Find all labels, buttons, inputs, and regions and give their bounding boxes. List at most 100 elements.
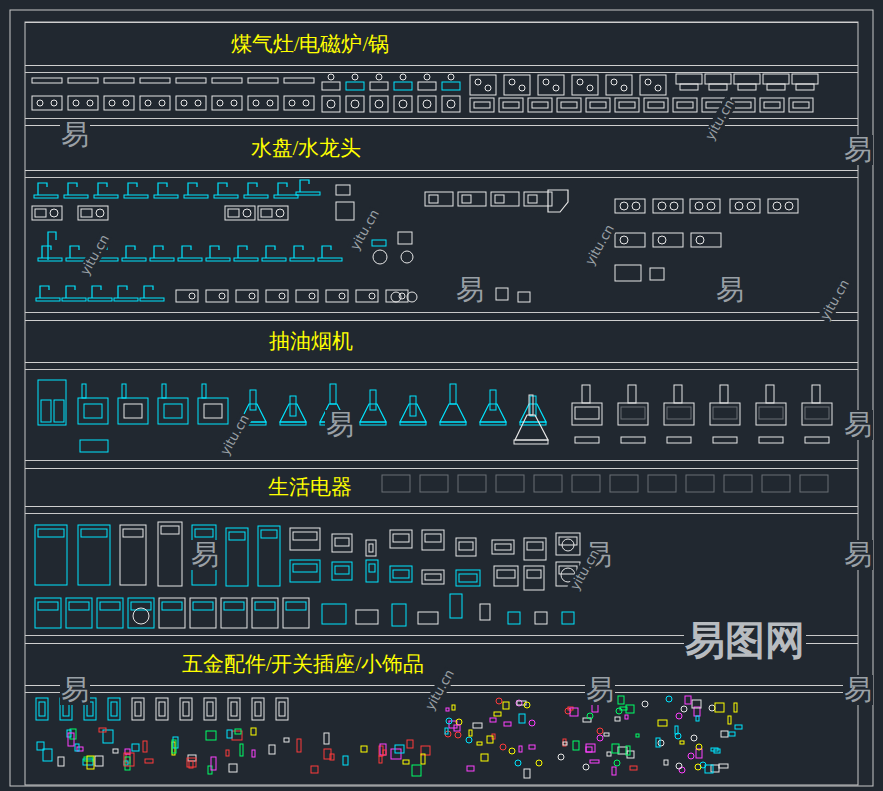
- cad-block: [227, 730, 232, 738]
- cad-block: [524, 566, 544, 590]
- watermark-text: 易: [585, 675, 615, 706]
- cad-block: [442, 96, 460, 112]
- cad-block: [499, 98, 523, 112]
- cad-block: [322, 96, 340, 112]
- cad-block: [356, 290, 378, 302]
- cad-block: [691, 233, 721, 247]
- cad-block: [802, 403, 832, 425]
- cad-circle: [679, 767, 685, 773]
- watermark-text: yitu.cn: [77, 231, 112, 278]
- cad-outline: [118, 286, 127, 298]
- cad-block: [66, 598, 92, 628]
- cad-block: [535, 612, 547, 624]
- cad-circle: [695, 202, 703, 210]
- cad-circle: [645, 79, 651, 85]
- cad-circle: [303, 100, 309, 106]
- cad-circle: [181, 100, 187, 106]
- cad-block: [527, 570, 541, 578]
- cad-block: [664, 760, 668, 765]
- cad-block: [534, 475, 562, 492]
- cad-block: [418, 82, 436, 90]
- cad-block: [212, 96, 242, 110]
- cad-block: [575, 407, 599, 419]
- cad-block: [124, 195, 148, 198]
- cad-circle: [407, 292, 417, 302]
- cad-block: [280, 422, 306, 425]
- cad-block: [452, 705, 455, 710]
- cad-block: [95, 756, 103, 766]
- cad-block: [255, 602, 275, 610]
- cad-block: [104, 96, 134, 110]
- cad-block: [324, 749, 331, 759]
- cad-block: [330, 384, 336, 404]
- cad-block: [458, 192, 486, 206]
- cad-circle: [369, 293, 375, 299]
- cad-block: [131, 602, 151, 610]
- cad-block: [198, 398, 228, 424]
- cad-outline: [280, 404, 306, 422]
- cad-block: [283, 598, 309, 628]
- cad-outline: [92, 286, 101, 298]
- cad-block: [38, 380, 66, 425]
- cad-block: [236, 290, 258, 302]
- cad-block: [458, 475, 486, 492]
- cad-block: [140, 96, 170, 110]
- cad-block: [64, 195, 88, 198]
- cad-circle: [376, 74, 382, 80]
- cad-block: [391, 749, 401, 759]
- cad-block: [648, 475, 676, 492]
- cad-block: [395, 745, 404, 753]
- cad-block: [383, 750, 386, 755]
- cad-block: [178, 258, 202, 261]
- cad-block: [262, 258, 286, 261]
- cad-block: [410, 396, 416, 416]
- cad-outline: [42, 246, 51, 258]
- cad-block: [206, 290, 228, 302]
- cad-circle: [696, 236, 704, 244]
- cad-block: [503, 102, 519, 108]
- cad-block: [735, 725, 742, 729]
- cad-block: [494, 566, 518, 586]
- cad-circle: [253, 100, 259, 106]
- cad-circle: [642, 701, 648, 707]
- cad-block: [604, 733, 609, 736]
- cad-block: [673, 98, 697, 112]
- cad-block: [615, 233, 645, 247]
- cad-circle: [455, 732, 461, 738]
- cad-circle: [509, 748, 515, 754]
- cad-block: [150, 258, 174, 261]
- cad-block: [393, 534, 409, 542]
- rule-line: [25, 118, 858, 119]
- cad-block: [54, 400, 64, 422]
- cad-outline: [154, 246, 163, 258]
- cad-block: [625, 715, 628, 719]
- cad-circle: [448, 74, 454, 80]
- cad-block: [180, 698, 192, 720]
- cad-circle: [243, 209, 251, 217]
- cad-block: [714, 749, 720, 753]
- cad-block: [621, 437, 645, 443]
- cad-block: [248, 78, 278, 83]
- cad-circle: [524, 702, 530, 708]
- cad-circle: [446, 718, 452, 724]
- cad-block: [58, 757, 64, 766]
- cad-block: [370, 82, 388, 90]
- cad-block: [759, 407, 783, 419]
- cad-outline: [158, 183, 167, 195]
- cad-circle: [785, 202, 793, 210]
- cad-block: [429, 195, 438, 203]
- cad-block: [607, 752, 611, 756]
- cad-block: [412, 765, 421, 776]
- cad-block: [372, 240, 386, 246]
- cad-circle: [747, 202, 755, 210]
- cad-block: [556, 533, 580, 555]
- cad-block: [392, 604, 406, 626]
- cad-circle: [709, 705, 715, 711]
- cad-block: [274, 195, 298, 198]
- section-heading: 水盘/水龙头: [251, 126, 362, 170]
- cad-circle: [597, 728, 603, 734]
- cad-block: [369, 564, 375, 572]
- cad-block: [768, 199, 798, 213]
- watermark-text: 易: [60, 675, 90, 706]
